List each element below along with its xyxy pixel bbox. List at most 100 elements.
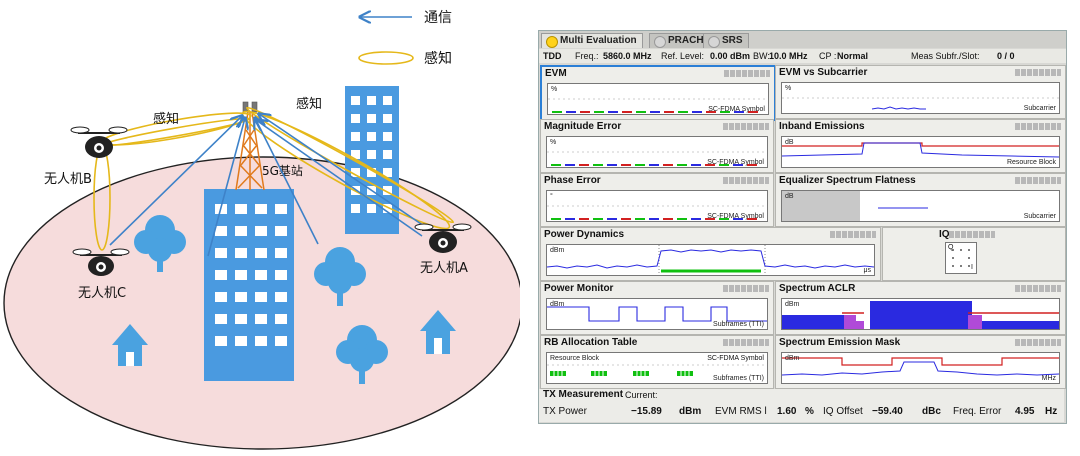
tab-prach[interactable]: PRACH bbox=[649, 33, 710, 48]
drone-c bbox=[72, 248, 130, 276]
tab-srs[interactable]: SRS bbox=[703, 33, 749, 48]
rb-allocation-grid bbox=[547, 364, 767, 376]
sense-legend-ellipse bbox=[358, 51, 414, 65]
cp-value: Normal bbox=[837, 51, 869, 61]
panel-inband-emissions[interactable]: Inband Emissions dB Resource Block bbox=[775, 119, 1066, 173]
power-dynamics-xlabel: μs bbox=[863, 267, 871, 274]
spectrum-emission-mask-trace bbox=[782, 357, 1059, 376]
freq-error-value: 4.95 bbox=[1015, 406, 1035, 417]
evm-xlabel: SC-FDMA Symbol bbox=[708, 106, 765, 113]
equalizer-unit: dB bbox=[785, 193, 794, 200]
panel-status-dots bbox=[1015, 339, 1061, 346]
bw-label: BW: bbox=[753, 51, 770, 61]
tx-results-row: TX Power −15.89 dBm EVM RMS l 1.60 % IQ … bbox=[539, 404, 1064, 420]
drone-c-label: 无人机C bbox=[78, 286, 126, 301]
panel-title: Power Monitor bbox=[544, 283, 614, 294]
meas-subframe-label: Meas Subfr./Slot: bbox=[911, 51, 980, 61]
panel-spectrum-emission-mask[interactable]: Spectrum Emission Mask dBm MHz bbox=[775, 335, 1066, 389]
inband-emissions-trace bbox=[782, 142, 1059, 158]
phase-error-plot[interactable]: ° SC-FDMA Symbol bbox=[546, 190, 768, 222]
iq-q-label: Q bbox=[948, 244, 954, 251]
panel-power-dynamics[interactable]: Power Dynamics dBm μs bbox=[540, 227, 881, 281]
tab-multi-evaluation[interactable]: Multi Evaluation bbox=[541, 33, 643, 48]
rb-allocation-plot[interactable]: Resource Block SC-FDMA Symbol Subframes … bbox=[546, 352, 768, 384]
panel-evm-vs-subcarrier[interactable]: EVM vs Subcarrier % Subcarrier bbox=[775, 65, 1066, 119]
house-left bbox=[112, 324, 148, 366]
evm-plot[interactable]: % SC-FDMA Symbol bbox=[547, 83, 769, 115]
panel-status-dots bbox=[724, 70, 770, 77]
panel-status-dots bbox=[1015, 69, 1061, 76]
inband-emissions-plot[interactable]: dB Resource Block bbox=[781, 136, 1060, 168]
panel-title: RB Allocation Table bbox=[544, 337, 638, 348]
panel-title: Equalizer Spectrum Flatness bbox=[779, 175, 916, 186]
evm-rms-label: EVM RMS l bbox=[715, 406, 767, 417]
power-dynamics-unit: dBm bbox=[550, 247, 565, 254]
spectrum-emission-mask-xlabel: MHz bbox=[1041, 375, 1056, 382]
evm-trace bbox=[548, 98, 768, 113]
equalizer-plot[interactable]: dB Subcarrier bbox=[781, 190, 1060, 222]
freq-error-label: Freq. Error bbox=[953, 406, 1002, 417]
panel-title: Spectrum Emission Mask bbox=[779, 337, 901, 348]
spectrum-aclr-plot[interactable]: dBm bbox=[781, 298, 1060, 330]
communication-arrows bbox=[109, 114, 431, 257]
tx-power-label: TX Power bbox=[543, 406, 587, 417]
inactive-indicator-icon bbox=[708, 36, 720, 48]
drone-a bbox=[414, 223, 472, 253]
tab-label: SRS bbox=[722, 35, 743, 46]
evm-subcarrier-trace bbox=[782, 97, 1059, 110]
legend: 通信 感知 bbox=[358, 10, 452, 67]
evm-subcarrier-plot[interactable]: % Subcarrier bbox=[781, 82, 1060, 114]
drone-b bbox=[70, 126, 128, 158]
panel-title: Magnitude Error bbox=[544, 121, 622, 132]
panel-iq[interactable]: I Q Q I bbox=[882, 227, 1066, 281]
iq-offset-value: −59.40 bbox=[872, 406, 903, 417]
evm-subcarrier-xlabel: Subcarrier bbox=[1023, 105, 1056, 112]
power-monitor-unit: dBm bbox=[550, 301, 565, 308]
panel-power-monitor[interactable]: Power Monitor dBm Subframes (TTI) bbox=[540, 281, 774, 335]
panel-title: Phase Error bbox=[544, 175, 601, 186]
magnitude-error-unit: % bbox=[550, 139, 557, 146]
magnitude-error-plot[interactable]: % SC-FDMA Symbol bbox=[546, 136, 768, 168]
panel-magnitude-error[interactable]: Magnitude Error % SC-FDMA Symbol bbox=[540, 119, 774, 173]
freq-value: 5860.0 MHz bbox=[603, 51, 652, 61]
panel-title: Inband Emissions bbox=[779, 121, 865, 132]
iq-constellation-plot[interactable]: Q I bbox=[945, 242, 977, 274]
phase-error-unit: ° bbox=[550, 193, 553, 200]
spectrum-aclr-unit: dBm bbox=[785, 301, 800, 308]
ref-level-label: Ref. Level: bbox=[661, 51, 705, 61]
panel-status-dots bbox=[830, 231, 876, 238]
drone-b-label: 无人机B bbox=[44, 172, 92, 187]
comm-legend-label: 通信 bbox=[424, 10, 452, 26]
panel-rb-allocation-table[interactable]: RB Allocation Table Resource Block SC-FD… bbox=[540, 335, 774, 389]
tree-center bbox=[314, 247, 366, 306]
measurement-tabbar: Multi Evaluation PRACH SRS bbox=[539, 31, 1066, 48]
power-monitor-plot[interactable]: dBm Subframes (TTI) bbox=[546, 298, 768, 330]
power-dynamics-plot[interactable]: dBm μs bbox=[546, 244, 875, 276]
duplex-mode: TDD bbox=[543, 51, 562, 61]
phase-error-xlabel: SC-FDMA Symbol bbox=[707, 213, 764, 220]
meas-subframe-value: 0 / 0 bbox=[997, 51, 1015, 61]
panel-equalizer-spectrum-flatness[interactable]: Equalizer Spectrum Flatness dB Subcarrie… bbox=[775, 173, 1066, 227]
iq-offset-label: IQ Offset bbox=[823, 406, 863, 417]
tree-bottom bbox=[336, 325, 388, 384]
panel-status-dots bbox=[949, 231, 995, 238]
panel-evm[interactable]: EVM % SC-FDMA Symbol bbox=[540, 65, 776, 121]
inactive-indicator-icon bbox=[654, 36, 666, 48]
evm-subcarrier-unit: % bbox=[785, 85, 792, 92]
rb-left-label: Resource Block bbox=[550, 355, 600, 362]
panel-phase-error[interactable]: Phase Error ° SC-FDMA Symbol bbox=[540, 173, 774, 227]
isac-scene-illustration: 通信 感知 bbox=[0, 0, 520, 456]
freq-label: Freq.: bbox=[575, 51, 599, 61]
power-monitor-trace bbox=[547, 306, 767, 322]
spectrum-aclr-trace bbox=[782, 301, 1059, 329]
evm-rms-value: 1.60 bbox=[777, 406, 797, 417]
rb-bottom-label: Subframes (TTI) bbox=[713, 375, 764, 382]
panel-title: Spectrum ACLR bbox=[779, 283, 856, 294]
panel-spectrum-aclr[interactable]: Spectrum ACLR dBm bbox=[775, 281, 1066, 335]
panel-status-dots bbox=[1015, 123, 1061, 130]
rb-right-label: SC-FDMA Symbol bbox=[707, 355, 764, 362]
inband-emissions-unit: dB bbox=[785, 139, 794, 146]
spectrum-emission-mask-plot[interactable]: dBm MHz bbox=[781, 352, 1060, 384]
iq-i-label: I bbox=[971, 264, 973, 271]
panel-status-dots bbox=[1015, 285, 1061, 292]
